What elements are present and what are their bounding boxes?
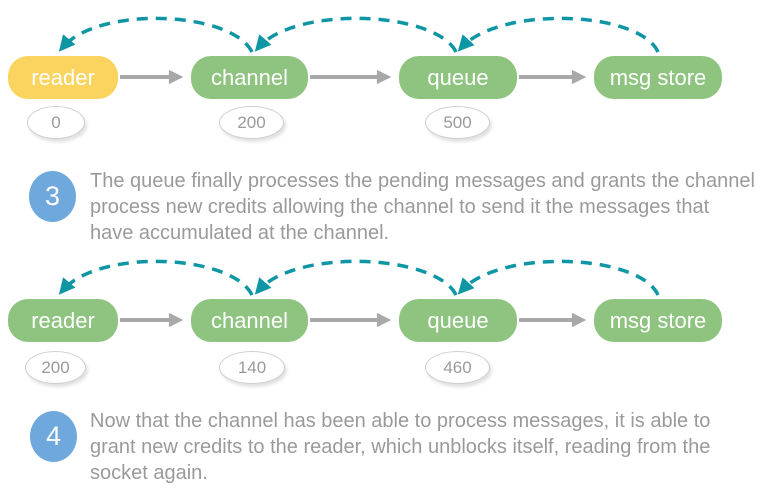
step-number: 4 (45, 421, 62, 451)
node-channel-label: channel (210, 64, 289, 90)
credit-badge-channel: 200 (219, 106, 284, 139)
node-reader: reader (8, 299, 118, 342)
credit-badge-reader: 200 (25, 351, 86, 384)
node-reader: reader (8, 56, 118, 99)
step-number-badge: 3 (29, 171, 76, 222)
diagram-row-2-arrows (58, 259, 660, 328)
credit-arrow-channel-to-reader (58, 16, 254, 53)
node-queue: queue (399, 56, 517, 99)
credit-arrow-queue-to-channel (254, 259, 458, 296)
credit-arrow-msgstore-to-queue (457, 259, 660, 296)
credit-arrow-msgstore-to-queue (457, 16, 660, 53)
node-msg-store-label: msg store (609, 64, 707, 90)
node-reader-label: reader (31, 64, 95, 90)
credit-badge-queue: 460 (425, 351, 490, 384)
credit-value: 200 (41, 357, 70, 377)
step-number-badge: 4 (30, 411, 77, 462)
credit-value: 460 (443, 357, 472, 377)
step-number: 3 (44, 181, 61, 211)
node-channel-label: channel (210, 307, 289, 333)
credit-arrow-queue-to-channel (254, 16, 458, 53)
diagram-row-2: reader channel queue msg store (0, 248, 769, 344)
credit-badge-queue: 500 (425, 106, 490, 139)
diagram-row-1-arrows (58, 16, 660, 85)
node-channel: channel (191, 56, 308, 99)
credit-value: 500 (443, 112, 472, 132)
credit-value: 0 (51, 112, 61, 132)
node-msg-store: msg store (594, 56, 722, 99)
credit-badge-reader: 0 (27, 106, 85, 139)
credit-value: 200 (237, 112, 266, 132)
credit-arrow-channel-to-reader (58, 259, 254, 296)
step-description: The queue finally processes the pending … (90, 170, 755, 244)
node-queue-label: queue (427, 307, 489, 333)
credit-value: 140 (237, 357, 267, 377)
node-msg-store-label: msg store (609, 307, 707, 333)
node-queue: queue (399, 299, 517, 342)
node-msg-store: msg store (594, 299, 722, 342)
node-reader-label: reader (31, 307, 95, 333)
credit-badge-channel: 140 (219, 351, 285, 384)
node-queue-label: queue (427, 64, 489, 90)
node-channel: channel (191, 299, 308, 342)
step-description: Now that the channel has been able to pr… (90, 410, 711, 484)
diagram-row-1: reader channel queue msg store (0, 5, 769, 101)
